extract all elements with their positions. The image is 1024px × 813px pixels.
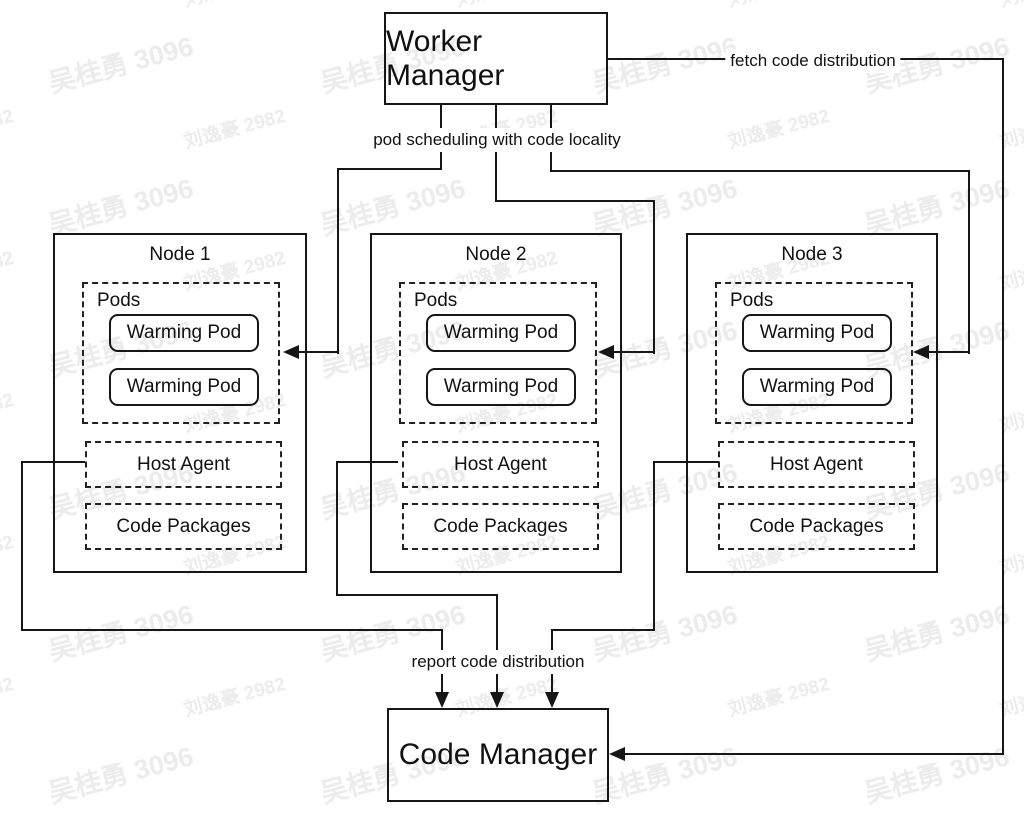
arrowhead-into-node2-pods-icon	[598, 345, 614, 359]
node-1-pods-label: Pods	[97, 290, 141, 311]
node-3-pods-label: Pods	[730, 290, 774, 311]
node-2-code-packages-box: Code Packages	[402, 503, 599, 550]
node-3-warming-pod-1: Warming Pod	[742, 314, 892, 352]
edge-sched-node3-seg2	[550, 170, 970, 172]
arrowhead-report-node2-icon	[490, 692, 504, 708]
code-manager-label: Code Manager	[398, 738, 598, 771]
edge-report-node2-seg4	[496, 594, 498, 693]
node-3-pods-box: Pods	[715, 282, 913, 424]
node-1-warming-pod-2: Warming Pod	[109, 368, 259, 406]
arrowhead-into-node3-pods-icon	[913, 345, 929, 359]
edge-sched-node3-seg3	[968, 170, 970, 354]
warming-pod-label: Warming Pod	[759, 322, 875, 343]
worker-manager-label: Worker Manager	[386, 24, 505, 92]
node-3-box: Node 3 Pods Warming Pod Warming Pod Host…	[686, 233, 938, 573]
arrowhead-report-node1-icon	[435, 692, 449, 708]
node-2-host-agent-box: Host Agent	[402, 441, 599, 488]
node-3-code-packages-box: Code Packages	[718, 503, 915, 550]
edge-report-node1-seg3	[21, 629, 443, 631]
warming-pod-label: Warming Pod	[443, 322, 559, 343]
node-1-box: Node 1 Pods Warming Pod Warming Pod Host…	[53, 233, 307, 573]
edge-label-scheduling: pod scheduling with code locality	[368, 128, 626, 152]
edge-report-node2-seg3	[336, 594, 498, 596]
edge-sched-node2-seg1	[495, 105, 497, 202]
edge-sched-node1-seg4	[299, 351, 339, 353]
edge-fetch-bottom-segment	[625, 753, 1004, 755]
node-1-warming-pod-1: Warming Pod	[109, 314, 259, 352]
edge-report-node3-seg3	[551, 629, 655, 631]
arrowhead-into-node1-pods-icon	[283, 345, 299, 359]
edge-fetch-right-segment	[1002, 58, 1004, 754]
host-agent-label: Host Agent	[137, 453, 230, 475]
node-2-label: Node 2	[465, 244, 527, 265]
code-manager-box: Code Manager	[387, 708, 609, 802]
worker-manager-box: Worker Manager	[384, 12, 608, 105]
node-1-label: Node 1	[149, 244, 211, 265]
edge-sched-node3-seg4	[929, 351, 970, 353]
node-2-box: Node 2 Pods Warming Pod Warming Pod Host…	[370, 233, 622, 573]
code-packages-label: Code Packages	[749, 515, 884, 537]
node-1-code-packages-box: Code Packages	[85, 503, 282, 550]
edge-report-node1-seg2	[21, 461, 23, 631]
host-agent-label: Host Agent	[454, 453, 547, 475]
node-3-host-agent-box: Host Agent	[718, 441, 915, 488]
node-2-warming-pod-2: Warming Pod	[426, 368, 576, 406]
edge-label-fetch: fetch code distribution	[725, 49, 901, 73]
edge-report-node2-seg2	[336, 461, 338, 596]
edge-sched-node1-seg2	[337, 168, 442, 170]
node-2-pods-box: Pods	[399, 282, 597, 424]
node-3-warming-pod-2: Warming Pod	[742, 368, 892, 406]
code-packages-label: Code Packages	[116, 515, 251, 537]
node-2-warming-pod-1: Warming Pod	[426, 314, 576, 352]
arrowhead-report-node3-icon	[545, 692, 559, 708]
edge-sched-node2-seg3	[653, 200, 655, 354]
edge-report-node3-seg2	[653, 461, 655, 631]
warming-pod-label: Warming Pod	[443, 376, 559, 397]
node-3-label: Node 3	[781, 244, 843, 265]
warming-pod-label: Warming Pod	[759, 376, 875, 397]
host-agent-label: Host Agent	[770, 453, 863, 475]
code-packages-label: Code Packages	[433, 515, 568, 537]
edge-sched-node2-seg2	[495, 200, 655, 202]
warming-pod-label: Warming Pod	[126, 322, 242, 343]
arrowhead-into-code-manager-icon	[609, 747, 625, 761]
edge-sched-node1-seg3	[337, 168, 339, 354]
edge-report-node2-seg1	[336, 461, 398, 463]
edge-label-report: report code distribution	[406, 650, 590, 674]
node-1-host-agent-box: Host Agent	[85, 441, 282, 488]
warming-pod-label: Warming Pod	[126, 376, 242, 397]
node-1-pods-box: Pods	[82, 282, 280, 424]
node-2-pods-label: Pods	[414, 290, 458, 311]
edge-sched-node2-seg4	[614, 351, 655, 353]
